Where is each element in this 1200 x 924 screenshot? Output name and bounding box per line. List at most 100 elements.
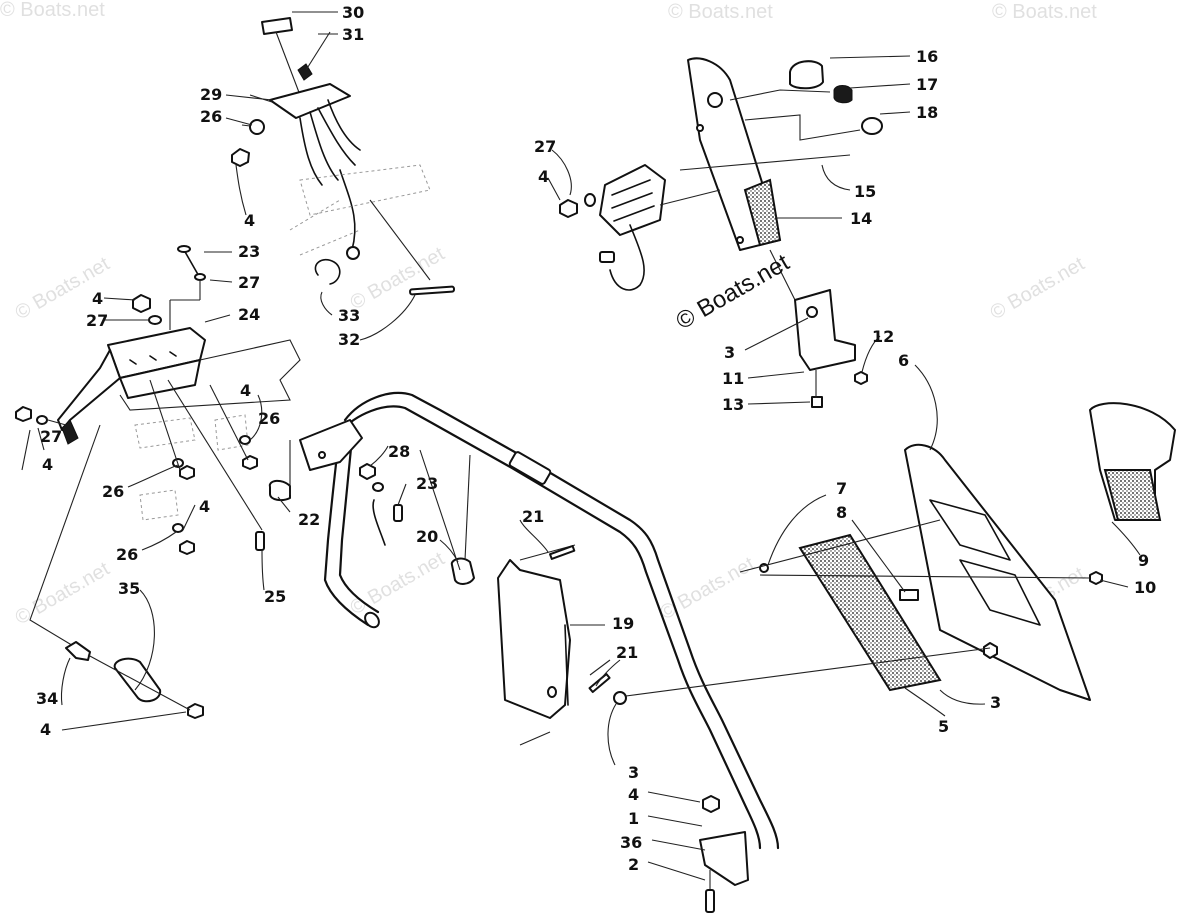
nut-4 (179, 465, 195, 480)
callout-26: 26 (200, 107, 222, 126)
callout-29: 29 (200, 85, 222, 104)
clamp-22 (268, 479, 291, 502)
callout-3: 3 (990, 693, 1001, 712)
cover-35 (113, 657, 162, 703)
callout-22: 22 (298, 510, 320, 529)
callout-1: 1 (628, 809, 639, 828)
mount-tab (299, 419, 363, 471)
callout-27: 27 (40, 427, 62, 446)
bolt-25 (255, 531, 265, 551)
callout-25: 25 (264, 587, 286, 606)
callout-5: 5 (938, 717, 949, 736)
callout-26: 26 (258, 409, 280, 428)
callout-23: 23 (416, 474, 438, 493)
nut-28 (359, 463, 376, 480)
callout-4: 4 (538, 167, 549, 186)
callout-10: 10 (1134, 578, 1156, 597)
grommet-16 (789, 60, 824, 90)
snap-ring-33 (314, 258, 341, 285)
side-plate-assembly (613, 402, 1176, 705)
callout-4: 4 (240, 381, 251, 400)
callout-35: 35 (118, 579, 140, 598)
left-bracket-assembly (15, 245, 301, 719)
watermark-text: © Boats.net (347, 243, 449, 315)
callout-16: 16 (916, 47, 938, 66)
regulator-assembly (559, 57, 883, 311)
callout-18: 18 (916, 103, 938, 122)
panel-19 (497, 559, 571, 719)
callout-26: 26 (102, 482, 124, 501)
callout-14: 14 (850, 209, 872, 228)
clip-8 (899, 589, 919, 601)
support-bracket-assembly (794, 289, 868, 408)
screw-10 (1089, 571, 1103, 585)
washer-26 (239, 435, 251, 445)
nut-4 (242, 455, 258, 470)
washer-26 (249, 119, 265, 135)
callout-9: 9 (1138, 551, 1149, 570)
washer-27 (148, 315, 162, 325)
nut-4 (231, 148, 250, 167)
callout-11: 11 (722, 369, 744, 388)
bracket-11 (794, 289, 856, 371)
nut-4 (702, 795, 720, 813)
watermark-text: © Boats.net (668, 1, 773, 23)
nut-4 (15, 406, 32, 422)
callout-24: 24 (238, 305, 260, 324)
callout-15: 15 (854, 182, 876, 201)
callout-4: 4 (628, 785, 639, 804)
callout-27: 27 (86, 311, 108, 330)
callout-2: 2 (628, 855, 639, 874)
pad-5 (798, 533, 942, 692)
watermark-text: © Boats.net (657, 553, 759, 625)
screw-12 (854, 371, 868, 385)
callout-23: 23 (238, 242, 260, 261)
leader-lines (21, 11, 1141, 881)
callout-6: 6 (898, 351, 909, 370)
pad-13 (811, 396, 823, 408)
callout-36: 36 (620, 833, 642, 852)
label-plate-30 (261, 17, 293, 35)
callout-4: 4 (92, 289, 103, 308)
callout-13: 13 (722, 395, 744, 414)
callout-4: 4 (40, 720, 51, 739)
callout-27: 27 (534, 137, 556, 156)
washer-27 (36, 415, 48, 425)
nut-4 (179, 540, 195, 555)
grommet-18 (861, 117, 883, 135)
bolt-23 (393, 504, 403, 522)
lower-mount-36 (699, 831, 749, 886)
callout-4: 4 (244, 211, 255, 230)
callout-34: 34 (36, 689, 58, 708)
callout-4: 4 (42, 455, 53, 474)
switch-housing-29 (269, 83, 351, 119)
callout-26: 26 (116, 545, 138, 564)
bolt-2 (705, 889, 715, 913)
watermark-text: © Boats.net (987, 253, 1089, 325)
washer-27 (194, 273, 206, 281)
steering-tube-frame (268, 391, 780, 913)
callout-28: 28 (388, 442, 410, 461)
nut-4 (132, 294, 151, 313)
washer-26 (172, 523, 184, 533)
nut-4 (559, 199, 578, 218)
watermark-text: © Boats.net (992, 1, 1097, 23)
nut-4 (187, 703, 204, 719)
callout-21: 21 (616, 643, 638, 662)
callout-32: 32 (338, 330, 360, 349)
callout-8: 8 (836, 503, 847, 522)
bushing-17 (833, 85, 853, 104)
callout-labels: 30 31 29 26 4 23 27 4 27 24 33 32 16 17 … (36, 3, 1156, 874)
callout-17: 17 (916, 75, 938, 94)
watermark-text: © Boats.net (12, 558, 114, 630)
callout-7: 7 (836, 479, 847, 498)
spacer-20 (450, 557, 475, 585)
watermark-text: © Boats.net (0, 0, 105, 21)
panel-assembly (497, 544, 611, 746)
plate-6 (904, 443, 1091, 701)
callout-12: 12 (872, 327, 894, 346)
harness-assembly (231, 17, 456, 296)
nut-3 (983, 642, 998, 659)
